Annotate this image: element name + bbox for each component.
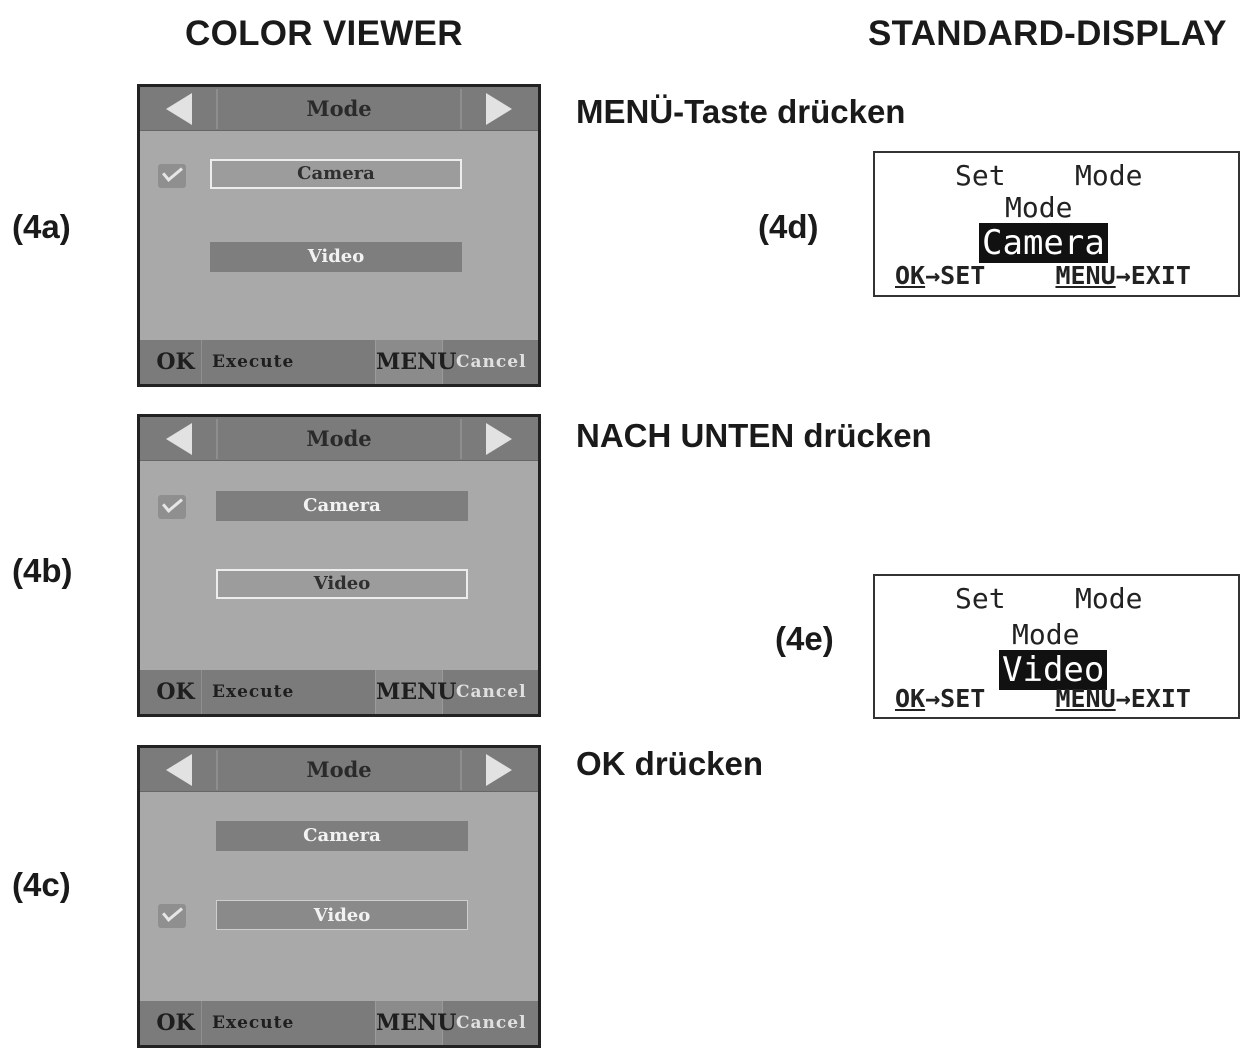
mode-title-bar: Mode bbox=[140, 748, 538, 792]
execute-label: Execute bbox=[212, 352, 295, 372]
ok-key-label[interactable]: OK bbox=[150, 670, 202, 714]
option-video[interactable]: Video bbox=[216, 900, 468, 930]
set-label: Set bbox=[955, 159, 1006, 192]
left-arrow-icon[interactable] bbox=[144, 419, 218, 459]
figure-label-4e: (4e) bbox=[775, 620, 834, 657]
cancel-label: Cancel bbox=[456, 682, 527, 702]
mode-title-bar: Mode bbox=[140, 417, 538, 461]
screen-title: Mode bbox=[306, 426, 372, 451]
menu-key-label[interactable]: MENU bbox=[375, 1001, 456, 1045]
standard-display-4d: Set Mode Mode Camera OK→SET MENU→EXIT bbox=[873, 151, 1240, 297]
set-action: SET bbox=[940, 684, 986, 713]
figure-label-4c: (4c) bbox=[12, 866, 71, 903]
ok-key[interactable]: OK bbox=[895, 684, 926, 713]
cancel-label: Cancel bbox=[456, 1013, 527, 1033]
execute-label: Execute bbox=[212, 682, 295, 702]
checkmark-icon bbox=[158, 164, 186, 188]
set-label: Set bbox=[955, 582, 1006, 615]
menu-key[interactable]: MENU bbox=[1055, 684, 1116, 713]
ok-key-label[interactable]: OK bbox=[150, 340, 202, 384]
ok-key-label[interactable]: OK bbox=[150, 1001, 202, 1045]
mode-title-bar: Mode bbox=[140, 87, 538, 131]
right-arrow-icon[interactable] bbox=[460, 89, 534, 129]
color-viewer-heading: COLOR VIEWER bbox=[185, 14, 463, 53]
instruction-press-ok: OK drücken bbox=[576, 745, 764, 782]
mode-header-label: Mode bbox=[1075, 159, 1143, 192]
figure-label-4a: (4a) bbox=[12, 208, 71, 245]
exit-action: EXIT bbox=[1130, 684, 1191, 713]
menu-key[interactable]: MENU bbox=[1055, 261, 1116, 290]
screen-title: Mode bbox=[306, 757, 372, 782]
footer-keys: OK→SET MENU→EXIT bbox=[895, 684, 1191, 713]
standard-display-4e: Set Mode Mode Video OK→SET MENU→EXIT bbox=[873, 574, 1240, 719]
color-viewer-screen-4b: Mode Camera Video OK Execute MENU Cancel bbox=[137, 414, 541, 717]
color-viewer-screen-4c: Mode Camera Video OK Execute MENU Cancel bbox=[137, 745, 541, 1048]
left-arrow-icon[interactable] bbox=[144, 89, 218, 129]
color-viewer-screen-4a: Mode Camera Video OK Execute MENU Cancel bbox=[137, 84, 541, 387]
softkey-bar: OK Execute MENU Cancel bbox=[140, 670, 538, 714]
mode-label: Mode bbox=[1012, 618, 1080, 651]
arrow-icon: → bbox=[925, 684, 941, 713]
standard-display-heading: STANDARD-DISPLAY bbox=[868, 14, 1227, 53]
ok-key[interactable]: OK bbox=[895, 261, 926, 290]
arrow-icon: → bbox=[1115, 684, 1131, 713]
checkmark-icon bbox=[158, 904, 186, 928]
execute-label: Execute bbox=[212, 1013, 295, 1033]
instruction-press-menu: MENÜ-Taste drücken bbox=[576, 93, 906, 130]
right-arrow-icon[interactable] bbox=[460, 750, 534, 790]
option-camera[interactable]: Camera bbox=[216, 491, 468, 521]
checkmark-icon bbox=[158, 495, 186, 519]
figure-label-4b: (4b) bbox=[12, 552, 73, 589]
menu-key-label[interactable]: MENU bbox=[375, 340, 456, 384]
menu-key-label[interactable]: MENU bbox=[375, 670, 456, 714]
arrow-icon: → bbox=[1115, 261, 1131, 290]
option-camera[interactable]: Camera bbox=[216, 821, 468, 851]
footer-keys: OK→SET MENU→EXIT bbox=[895, 261, 1191, 290]
left-arrow-icon[interactable] bbox=[144, 750, 218, 790]
mode-header-label: Mode bbox=[1075, 582, 1143, 615]
option-video[interactable]: Video bbox=[210, 242, 462, 272]
option-video[interactable]: Video bbox=[216, 569, 468, 599]
option-camera[interactable]: Camera bbox=[210, 159, 462, 189]
exit-action: EXIT bbox=[1130, 261, 1191, 290]
softkey-bar: OK Execute MENU Cancel bbox=[140, 1001, 538, 1045]
mode-label: Mode bbox=[1005, 191, 1073, 224]
softkey-bar: OK Execute MENU Cancel bbox=[140, 340, 538, 384]
figure-label-4d: (4d) bbox=[758, 208, 819, 245]
arrow-icon: → bbox=[925, 261, 941, 290]
cancel-label: Cancel bbox=[456, 352, 527, 372]
selected-value: Camera bbox=[979, 223, 1108, 263]
selected-value: Video bbox=[999, 650, 1108, 690]
right-arrow-icon[interactable] bbox=[460, 419, 534, 459]
set-action: SET bbox=[940, 261, 986, 290]
instruction-press-down: NACH UNTEN drücken bbox=[576, 417, 932, 454]
screen-title: Mode bbox=[306, 96, 372, 121]
